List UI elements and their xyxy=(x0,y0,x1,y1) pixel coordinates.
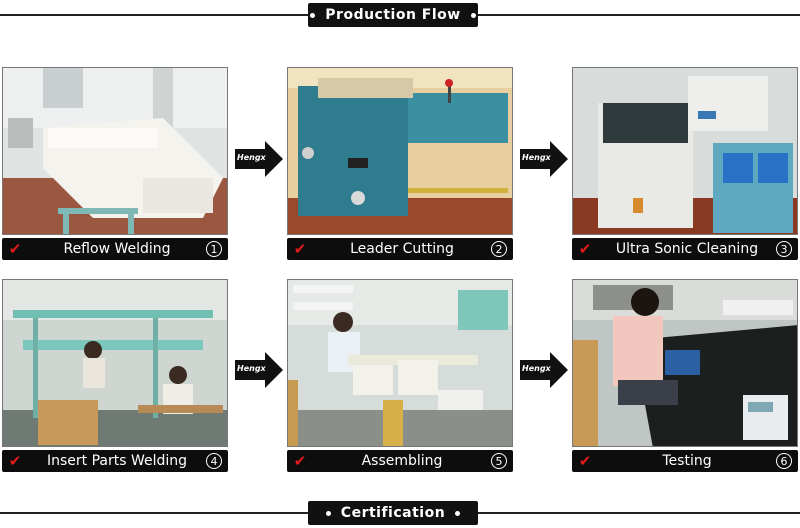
insert-parts-welding-photo xyxy=(2,279,228,447)
step-caption: ✔ Assembling 5 xyxy=(287,450,513,472)
production-flow-banner: Production Flow xyxy=(308,3,478,27)
flow-arrow-icon: Hengx xyxy=(520,141,568,177)
checkmark-icon: ✔ xyxy=(8,240,22,258)
bullet-icon xyxy=(325,510,331,516)
flow-arrow-icon: Hengx xyxy=(520,352,568,388)
step-caption: ✔ Reflow Welding 1 xyxy=(2,238,228,260)
step-caption: ✔ Testing 6 xyxy=(572,450,798,472)
flow-arrow-icon: Hengx xyxy=(235,352,283,388)
bullet-icon xyxy=(470,12,476,18)
step-number-badge: 5 xyxy=(491,453,507,469)
header-rule-left xyxy=(0,14,308,16)
step-caption: ✔ Leader Cutting 2 xyxy=(287,238,513,260)
bullet-icon xyxy=(310,12,316,18)
checkmark-icon: ✔ xyxy=(293,452,307,470)
step-number-badge: 3 xyxy=(776,241,792,257)
arrow-brand-label: Hengx xyxy=(522,364,551,373)
step-number-badge: 2 xyxy=(491,241,507,257)
ultra-sonic-cleaning-photo xyxy=(572,67,798,235)
page-title: Production Flow xyxy=(325,7,461,23)
step-number-badge: 1 xyxy=(206,241,222,257)
leader-cutting-photo xyxy=(287,67,513,235)
bullet-icon xyxy=(455,510,461,516)
section-title: Certification xyxy=(340,505,446,521)
step-label: Insert Parts Welding xyxy=(46,453,188,469)
step-caption: ✔ Insert Parts Welding 4 xyxy=(2,450,228,472)
testing-photo xyxy=(572,279,798,447)
step-label: Ultra Sonic Cleaning xyxy=(615,241,759,257)
footer-rule-left xyxy=(0,512,308,514)
arrow-brand-label: Hengx xyxy=(237,153,266,162)
checkmark-icon: ✔ xyxy=(8,452,22,470)
checkmark-icon: ✔ xyxy=(293,240,307,258)
step-caption: ✔ Ultra Sonic Cleaning 3 xyxy=(572,238,798,260)
checkmark-icon: ✔ xyxy=(578,452,592,470)
step-number-badge: 6 xyxy=(776,453,792,469)
arrow-brand-label: Hengx xyxy=(237,364,266,373)
footer-rule-right xyxy=(478,512,800,514)
step-label: Assembling xyxy=(361,453,443,469)
step-label: Leader Cutting xyxy=(350,241,454,257)
reflow-welding-photo xyxy=(2,67,228,235)
certification-banner: Certification xyxy=(308,501,478,525)
step-number-badge: 4 xyxy=(206,453,222,469)
step-label: Testing xyxy=(662,453,712,469)
step-label: Reflow Welding xyxy=(63,241,171,257)
header-rule-right xyxy=(478,14,800,16)
arrow-brand-label: Hengx xyxy=(522,153,551,162)
assembling-photo xyxy=(287,279,513,447)
checkmark-icon: ✔ xyxy=(578,240,592,258)
flow-arrow-icon: Hengx xyxy=(235,141,283,177)
